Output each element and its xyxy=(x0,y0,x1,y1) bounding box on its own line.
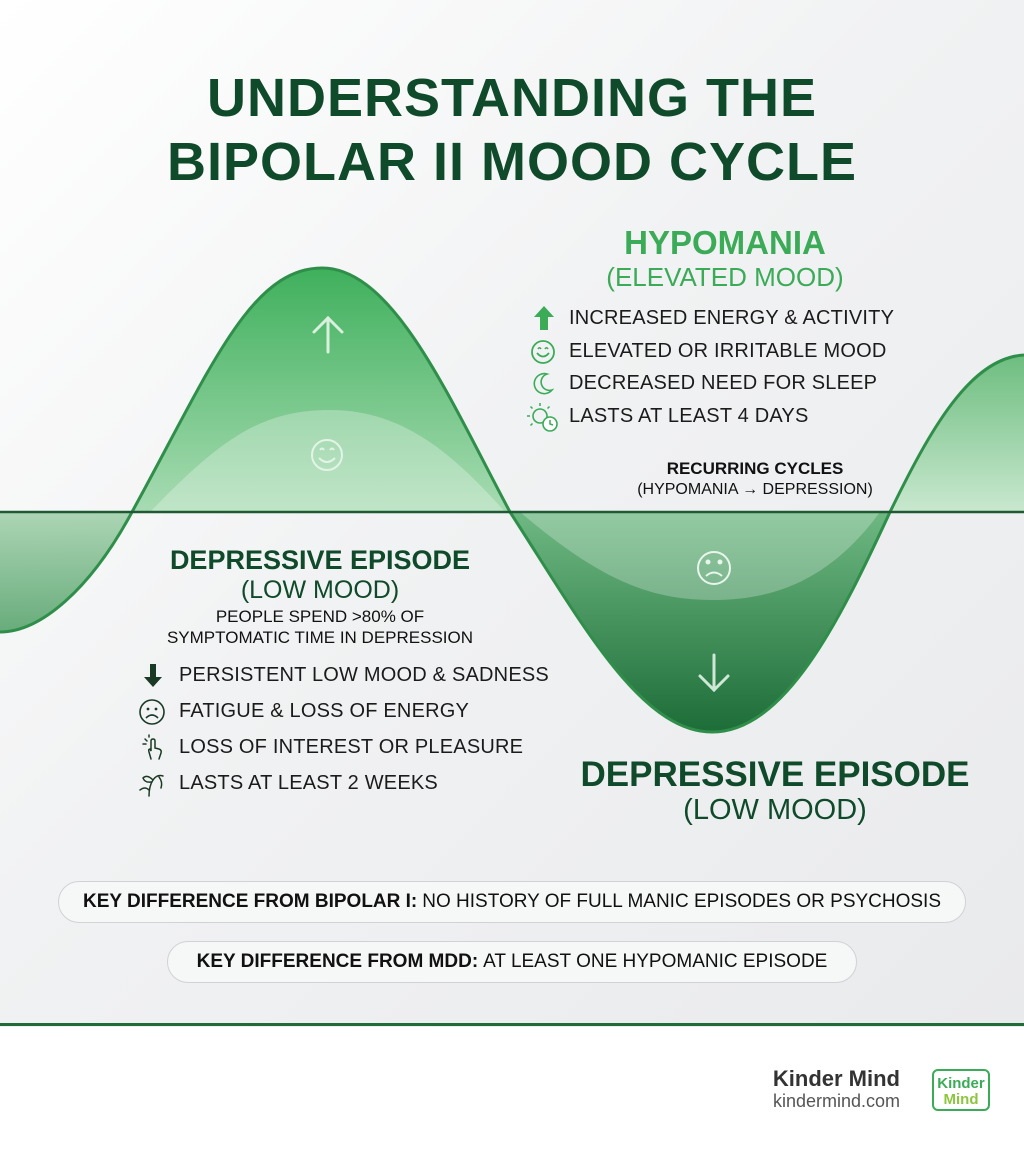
hypomania-title: HYPOMANIA xyxy=(624,224,826,261)
key-difference-text: NO HISTORY OF FULL MANIC EPISODES OR PSY… xyxy=(422,891,942,912)
hand-tap-icon xyxy=(142,734,162,760)
page-title-line1: UNDERSTANDING THE xyxy=(207,68,817,128)
sun-clock-icon xyxy=(527,403,558,432)
depression-trough-area xyxy=(510,512,890,732)
mood-wave xyxy=(0,266,1024,734)
depressive-item: LASTS AT LEAST 2 WEEKS xyxy=(179,772,438,794)
depressive-left-note-line1: PEOPLE SPEND >80% OF xyxy=(215,607,425,626)
arrow-up-icon xyxy=(534,306,554,330)
key-difference-label: KEY DIFFERENCE FROM BIPOLAR I: xyxy=(82,891,418,912)
hypomania-peak-area xyxy=(132,268,510,512)
hypomania-item: ELEVATED OR IRRITABLE MOOD xyxy=(569,340,887,362)
depressive-left-subtitle: (LOW MOOD) xyxy=(240,576,400,604)
left-dip-area xyxy=(0,512,132,632)
depressive-left-title: DEPRESSIVE EPISODE xyxy=(169,545,471,575)
depression-trough-inner xyxy=(520,512,880,600)
hypomania-subtitle: (ELEVATED MOOD) xyxy=(606,262,844,292)
page-title-line2: BIPOLAR II MOOD CYCLE xyxy=(166,132,857,192)
key-difference-text: AT LEAST ONE HYPOMANIC EPISODE xyxy=(483,951,828,972)
footer-divider xyxy=(0,1023,1024,1026)
footer-brand: Kinder Mind xyxy=(772,1066,900,1091)
logo-text-line1: Kinder xyxy=(937,1075,985,1092)
arrow-down-icon xyxy=(144,664,162,687)
hypomania-item: DECREASED NEED FOR SLEEP xyxy=(569,372,878,394)
depressive-item: PERSISTENT LOW MOOD & SADNESS xyxy=(179,664,549,686)
depressive-item: LOSS OF INTEREST OR PLEASURE xyxy=(179,736,524,758)
wilted-plant-icon xyxy=(139,774,164,797)
moon-icon xyxy=(533,372,554,395)
depressive-left-note-line2: SYMPTOMATIC TIME IN DEPRESSION xyxy=(166,628,474,647)
right-rise-area xyxy=(890,355,1024,512)
footer-url[interactable]: kindermind.com xyxy=(772,1091,900,1111)
key-difference-bipolar-i: KEY DIFFERENCE FROM BIPOLAR I: NO HISTOR… xyxy=(58,881,966,923)
depressive-right-subtitle: (LOW MOOD) xyxy=(683,794,867,826)
trough-frown-icon xyxy=(697,551,731,585)
kinder-mind-logo: Kinder Mind xyxy=(932,1069,990,1111)
recurring-cycles-subtitle: (HYPOMANIA → DEPRESSION) xyxy=(637,481,873,498)
trough-arrow-down-icon xyxy=(698,653,730,693)
peak-arrow-up-icon xyxy=(312,315,344,354)
hypomania-item: LASTS AT LEAST 4 DAYS xyxy=(569,405,809,427)
key-difference-label: KEY DIFFERENCE FROM MDD: xyxy=(196,951,479,972)
frown-icon xyxy=(139,699,165,725)
smile-icon xyxy=(531,340,555,364)
infographic-canvas: UNDERSTANDING THE BIPOLAR II MOOD CYCLE … xyxy=(0,0,1024,1027)
recurring-cycles-title: RECURRING CYCLES xyxy=(666,459,844,478)
logo-text-line2: Mind xyxy=(943,1091,979,1108)
depressive-item: FATIGUE & LOSS OF ENERGY xyxy=(179,700,470,722)
depressive-right-title: DEPRESSIVE EPISODE xyxy=(580,755,970,794)
key-difference-mdd: KEY DIFFERENCE FROM MDD: AT LEAST ONE HY… xyxy=(167,941,857,983)
peak-smile-icon xyxy=(311,439,343,471)
hypomania-item: INCREASED ENERGY & ACTIVITY xyxy=(569,307,895,329)
